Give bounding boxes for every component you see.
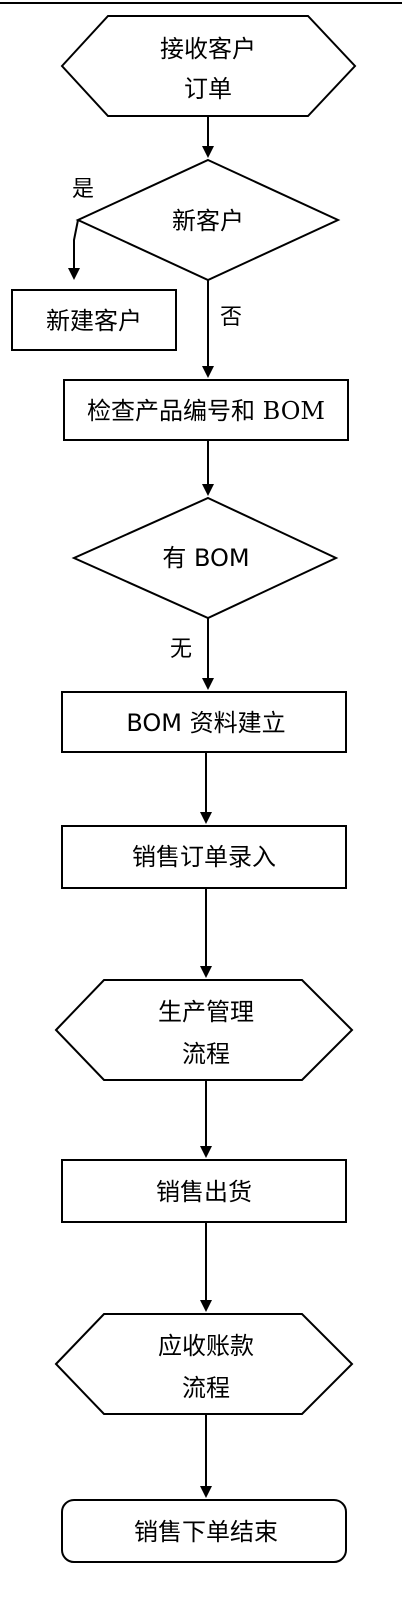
node-receive-order-line1: 接收客户: [160, 35, 256, 63]
node-bom-setup-label: BOM 资料建立: [126, 709, 285, 737]
node-receive-order: [60, 15, 357, 117]
node-create-customer: [11, 289, 177, 351]
node-check-bom-label: 检查产品编号和 BOM: [87, 397, 325, 425]
node-production: [54, 979, 354, 1081]
node-create-customer-label: 新建客户: [46, 307, 142, 335]
node-receivables: [54, 1313, 354, 1415]
node-end: [61, 1499, 347, 1563]
node-production-line1: 生产管理: [158, 998, 254, 1026]
node-receivables-line1: 应收账款: [158, 1332, 254, 1360]
edge-label-no: 否: [220, 305, 242, 330]
node-has-bom-label: 有 BOM: [162, 544, 249, 572]
node-shipping: [61, 1159, 347, 1223]
node-receive-order-line2: 订单: [184, 75, 232, 103]
node-receivables-line2: 流程: [182, 1374, 230, 1402]
edge-yes-to-create-customer: [68, 219, 80, 280]
node-order-entry-label: 销售订单录入: [132, 843, 276, 871]
node-new-customer-label: 新客户: [172, 207, 244, 235]
node-order-entry: [61, 825, 347, 889]
node-bom-setup: [61, 691, 347, 753]
node-end-label: 销售下单结束: [134, 1518, 278, 1546]
node-check-bom: [63, 379, 349, 441]
edge-label-none: 无: [170, 637, 192, 662]
node-shipping-label: 销售出货: [156, 1178, 252, 1206]
node-production-line2: 流程: [182, 1040, 230, 1068]
edge-label-yes: 是: [72, 177, 94, 202]
